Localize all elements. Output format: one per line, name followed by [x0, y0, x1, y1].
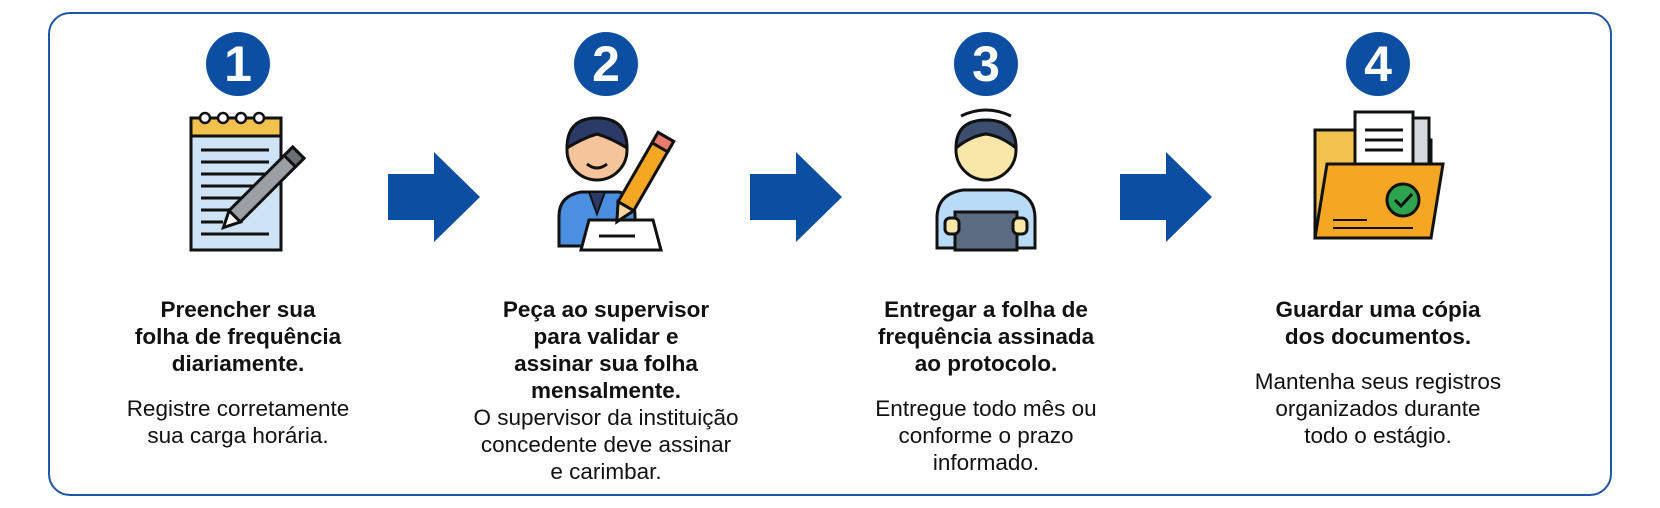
- step-number-badge: 3: [954, 32, 1018, 96]
- step-title: Preencher sua folha de frequência diaria…: [134, 297, 342, 376]
- step-4: 4 Guardar uma cópia dos documentos. Mant…: [1228, 0, 1528, 508]
- supervisor-signing-icon: [531, 108, 681, 258]
- step-number-badge: 4: [1346, 32, 1410, 96]
- process-frame: [48, 12, 1612, 496]
- step-text: Peça ao supervisor para validar e assina…: [456, 296, 756, 485]
- step-title: Guardar uma cópia dos documentos.: [1275, 297, 1481, 349]
- arrow-right-icon: [750, 152, 842, 242]
- arrow-right-icon: [1120, 152, 1212, 242]
- step-text: Preencher sua folha de frequência diaria…: [88, 296, 388, 449]
- step-description: Registre corretamente sua carga horária.: [126, 396, 350, 448]
- arrow-right-icon: [388, 152, 480, 242]
- step-3: 3 Entregar a folha de frequência assinad…: [836, 0, 1136, 508]
- step-number-badge: 1: [206, 32, 270, 96]
- step-number-badge: 2: [574, 32, 638, 96]
- notepad-pen-icon: [163, 108, 313, 258]
- step-title: Entregar a folha de frequência assinada …: [877, 297, 1095, 376]
- step-description: O supervisor da instituição concedente d…: [473, 405, 739, 484]
- step-title: Peça ao supervisor para validar e assina…: [502, 297, 710, 403]
- step-text: Guardar uma cópia dos documentos. Manten…: [1228, 296, 1528, 449]
- step-description: Entregue todo mês ou conforme o prazo in…: [875, 396, 1097, 475]
- step-description: Mantenha seus registros organizados dura…: [1254, 369, 1502, 448]
- person-holding-document-icon: [911, 108, 1061, 258]
- folder-check-icon: [1303, 108, 1453, 258]
- step-text: Entregar a folha de frequência assinada …: [836, 296, 1136, 476]
- step-1: 1 Preencher sua folha de frequência: [88, 0, 388, 508]
- step-2: 2 Peça ao supervisor para validar e assi…: [456, 0, 756, 508]
